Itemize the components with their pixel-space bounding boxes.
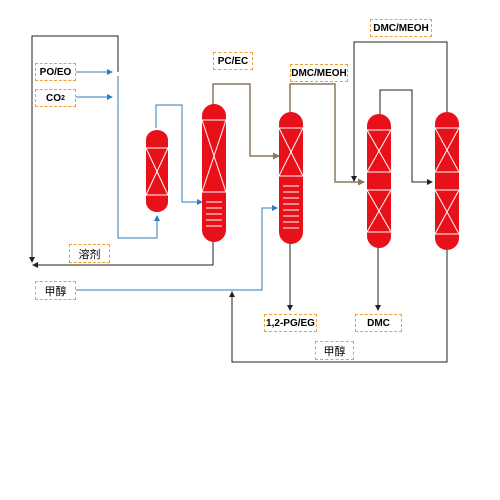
column-3-vessel (366, 114, 392, 248)
methanol-recycle-label: 甲醇 (315, 341, 354, 360)
pc-ec-label: PC/EC (213, 52, 253, 70)
solvent-text: 溶剂 (78, 247, 101, 261)
dmc-label: DMC (355, 314, 402, 332)
column3-to-column4-line (379, 89, 433, 185)
solvent-label: 溶剂 (69, 244, 110, 263)
co2-text: CO (46, 92, 62, 104)
methanol-recycle-text: 甲醇 (323, 344, 346, 358)
methanol-feed-line (75, 205, 278, 291)
pc-ec-text: PC/EC (217, 55, 249, 67)
column-4-vessel (434, 112, 460, 250)
po-eo-text: PO/EO (39, 66, 72, 78)
dmc-meoh-top-text: DMC/MEOH (373, 22, 429, 34)
solvent-return-line (32, 240, 214, 268)
po-eo-label: PO/EO (35, 63, 76, 81)
reactor-to-column1-line (155, 104, 203, 205)
methanol-recycle-line (229, 250, 448, 363)
pg-eg-label: 1,2-PG/EG (264, 314, 317, 332)
methanol-feed-label: 甲醇 (35, 281, 76, 300)
dmc-text: DMC (367, 317, 390, 329)
dmc-meoh-recycle-line (351, 41, 448, 182)
dmc-meoh-top-label: DMC/MEOH (370, 19, 432, 37)
column-1-vessel (201, 104, 227, 242)
dmc-meoh-mid-label: DMC/MEOH (290, 64, 348, 82)
pg-eg-text: 1,2-PG/EG (266, 317, 315, 329)
methanol-feed-text: 甲醇 (44, 284, 67, 298)
co2-subscript: 2 (61, 94, 65, 102)
reactor-vessel (145, 130, 169, 212)
column-2-vessel (278, 112, 304, 244)
recycle-loop-line (29, 35, 119, 263)
dmc-meoh-transfer-line (289, 83, 365, 186)
feed-to-reactor-line (117, 76, 160, 239)
dmc-meoh-mid-text: DMC/MEOH (291, 67, 347, 79)
pc-ec-transfer-line (212, 83, 280, 160)
